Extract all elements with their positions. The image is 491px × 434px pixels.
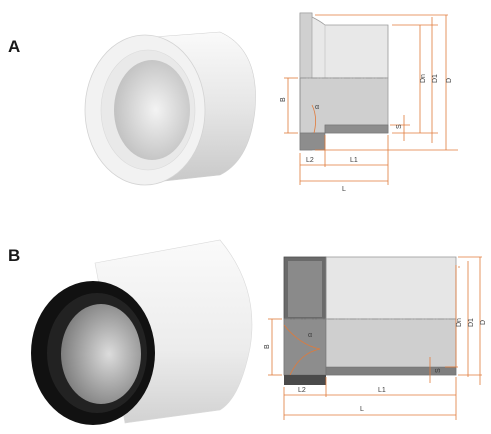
section-b-label: B [8,246,21,265]
technical-drawing-b: Dn D1 D B S α L2 L1 L [264,256,487,420]
dim-l1-a: L1 [350,157,358,164]
dim-lines-b [268,256,482,420]
dim-b-b: B [264,344,271,349]
dim-l-b: L [360,406,364,413]
dim-lines-a [284,14,458,185]
dim-l1-b: L1 [378,387,386,394]
bore-a [114,60,190,160]
section-a-label: A [8,37,21,56]
dim-d1-b: D1 [468,318,475,327]
dim-l2-b: L2 [298,387,306,394]
dim-d1-a: D1 [432,74,439,83]
bore-b [61,304,141,404]
dim-angle-a: α [315,104,319,111]
dim-s-a: S [396,124,403,129]
dim-dn-b: Dn [456,318,463,327]
dim-d-a: D [446,78,453,83]
dim-s-b: S [435,368,442,373]
dim-angle-b: α [308,332,312,339]
dim-d-b: D [480,320,487,325]
dim-l-a: L [342,186,346,193]
stub-end-3d-a [84,31,256,186]
pipe-3d-b [31,239,253,425]
dim-l2-a: L2 [306,157,314,164]
technical-drawing-a: Dn D1 D B S α L2 L1 L [280,12,458,193]
dim-dn-a: Dn [420,74,427,83]
dim-b-a: B [280,97,287,102]
